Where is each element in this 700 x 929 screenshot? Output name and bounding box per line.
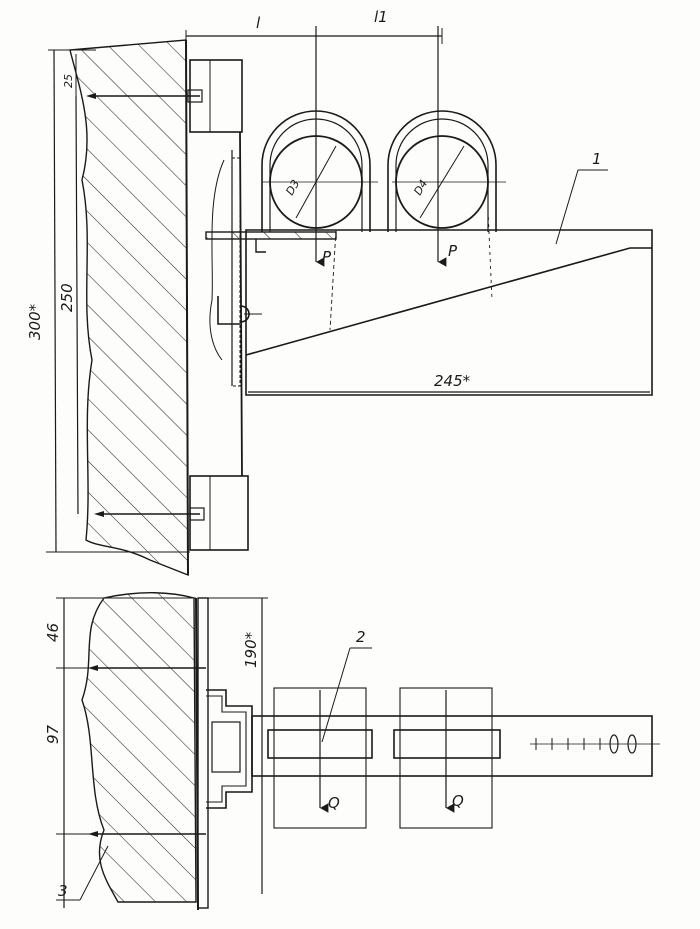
load-label-p1: P [322,248,332,266]
clamp-2-plan [393,729,501,759]
callout-label-2: 2 [356,628,366,646]
u-channel [206,689,253,809]
bottom-view: Q Q 46 97 190* 2 3 [44,592,660,911]
callout-leader-2 [321,647,351,743]
load-label-q2: Q [452,792,464,810]
wall-hatched-section [69,39,189,577]
dim-label-25: 25 [62,74,75,88]
scale-ticks [535,738,601,750]
load-label-p2: P [448,242,458,260]
pipe-2: D4 [387,110,506,232]
dim-label-l: l [256,14,261,32]
wall-hatched-plan [81,592,197,903]
dim-label-97: 97 [44,724,62,744]
callout-leader-1 [555,169,579,245]
dim-line-300 [53,49,57,553]
pipe-1-diameter-label: D3 [283,178,302,198]
callout-leader-3 [79,845,109,901]
lower-fixing-plate [189,475,249,551]
mounting-plate [197,597,209,909]
dim-label-250: 250 [58,283,76,312]
pipe-2-diameter-label: D4 [411,178,430,198]
top-view: D3 D4 P P l l1 300* 250 25 [26,8,653,577]
clamp-strip [205,231,337,240]
dim-line-250 [75,95,79,515]
dim-label-190: 190* [242,631,260,668]
dim-label-245: 245* [434,372,471,390]
rail-bar-plan [251,715,653,777]
load-label-q1: Q [328,794,340,812]
dim-label-46: 46 [44,623,62,642]
callout-label-1: 1 [592,150,602,168]
callout-label-3: 3 [58,882,68,900]
slot-hole-2 [627,734,637,754]
bracket-hook [217,296,250,325]
dim-label-l1: l1 [374,8,388,26]
wall-face-line [185,39,189,576]
dim-label-300: 300* [26,303,44,340]
slot-hole-1 [609,734,619,754]
vertical-rail-outer [239,131,243,477]
pipe-1: D3 [261,110,378,232]
rail-strip [231,157,241,387]
cantilever-bracket [245,229,653,396]
